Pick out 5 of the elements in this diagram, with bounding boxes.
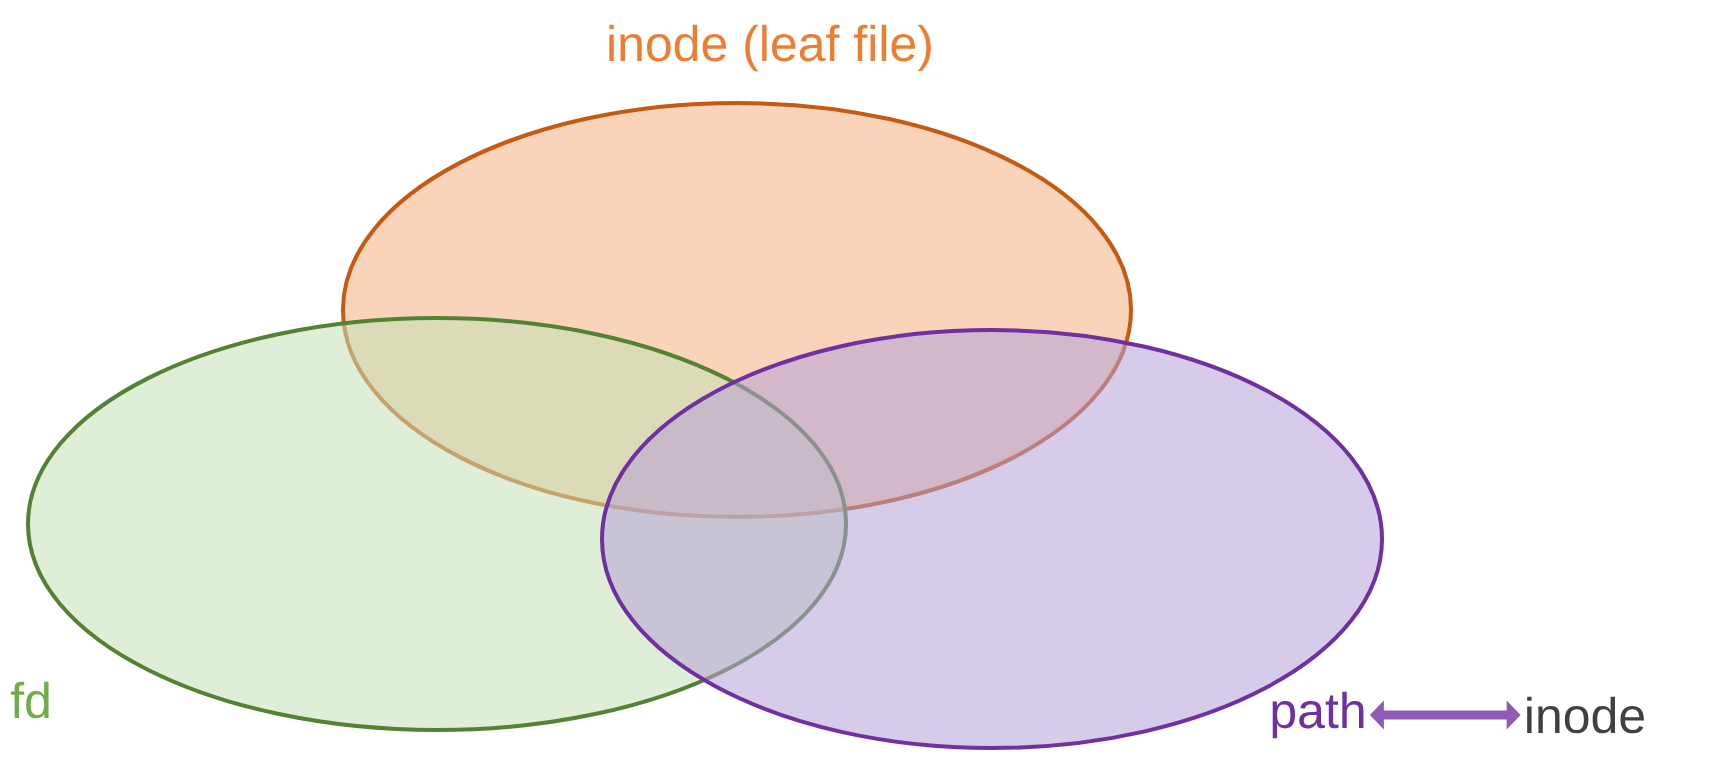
set-label: fd (10, 681, 49, 719)
term-label: inode (1527, 696, 1644, 734)
venn-ellipse (600, 328, 1384, 750)
set-label: inode (leaf file) (609, 24, 931, 72)
term-label: path (1272, 691, 1364, 739)
